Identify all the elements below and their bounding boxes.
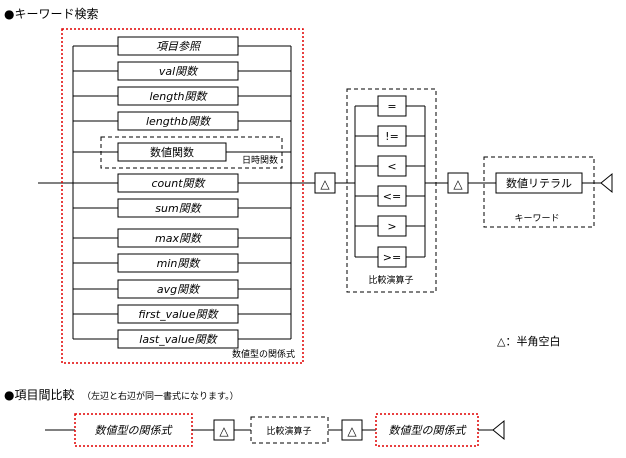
operator-label: = [387,100,396,113]
function-box [117,279,239,299]
numeric-literal-label: 数値リテラル [506,177,572,190]
function-label: min関数 [157,257,202,270]
operator-label: >= [383,251,401,264]
section2-title: ●項目間比較 [4,387,74,402]
function-box [117,36,239,56]
function-label: first_value関数 [138,308,219,321]
s2-space-symbol-1: △ [219,424,229,438]
numeric-expr-group [61,28,304,364]
operator-label: > [387,220,396,233]
s2-left-expr-box [74,413,193,447]
function-box [117,253,239,273]
operator-label: < [387,160,396,173]
operator-box [377,155,407,177]
s2-left-expr-label: 数値型の関係式 [95,424,174,437]
function-box [117,111,239,131]
function-label: last_value関数 [139,333,218,346]
function-label: length関数 [149,90,208,103]
end-terminator-1 [600,172,613,194]
function-label: sum関数 [155,202,202,215]
s2-right-expr-label: 数値型の関係式 [389,424,468,437]
operator-label: != [385,130,399,143]
function-box [117,304,239,324]
numeric-expr-group-label: 数値型の関係式 [232,348,295,360]
keyword-group [483,156,595,228]
function-label: max関数 [155,232,203,245]
s2-end-terminator [492,419,505,441]
operator-box [377,95,407,117]
function-box [117,173,239,193]
function-label: val関数 [159,65,199,78]
datetime-function-label: 日時関数 [242,154,278,166]
section2-note: （左辺と右辺が同一書式になります。） [82,390,239,402]
function-label: lengthb関数 [146,115,212,128]
operator-box [377,246,407,268]
s2-operator-box [250,416,329,444]
operator-box [377,215,407,237]
function-box [117,86,239,106]
operator-label: <= [383,190,401,203]
space-symbol-2: △ [453,177,463,191]
function-label: avg関数 [157,283,201,296]
numeric-function-label: 数値関数 [150,146,194,159]
function-box [117,329,239,349]
s2-operator-label: 比較演算子 [266,425,311,437]
legend: △：半角空白 [497,334,560,348]
operator-group-label: 比較演算子 [368,274,413,286]
function-label: 項目参照 [156,40,202,53]
function-label: count関数 [151,177,206,190]
operator-box [377,185,407,207]
function-box [117,61,239,81]
operator-group [346,88,437,293]
keyword-group-label: キーワード [514,214,559,224]
function-box [117,228,239,248]
numeric-function-box [117,142,227,162]
section1-title: ●キーワード検索 [4,7,98,21]
s2-space-symbol-2: △ [347,424,357,438]
function-box [117,198,239,218]
space-symbol-1: △ [320,177,330,191]
operator-box [377,125,407,147]
